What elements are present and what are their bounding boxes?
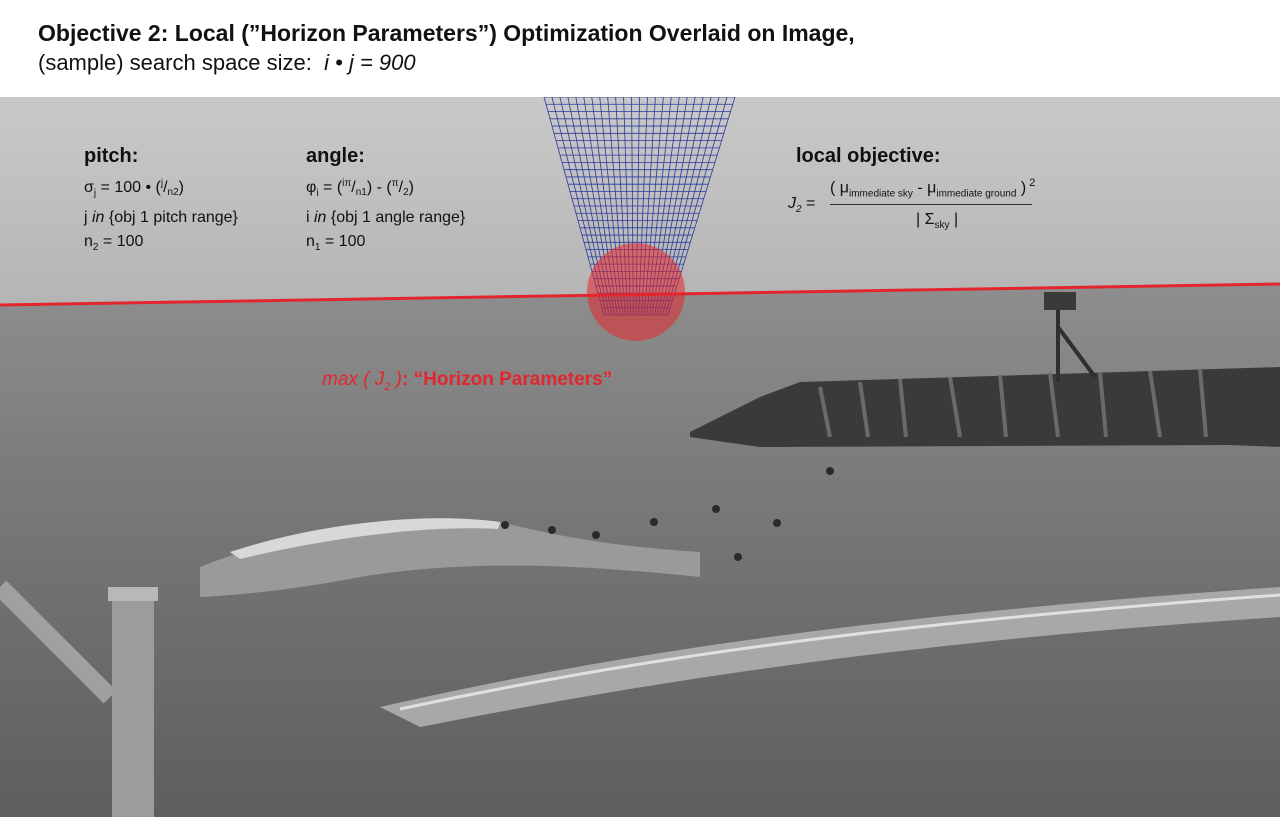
shore-break [380, 587, 1280, 727]
jetty [690, 367, 1280, 447]
page-subtitle: (sample) search space size: i • j = 900 [38, 48, 1258, 78]
jetty-highlights [818, 368, 1208, 438]
objective-denominator: | Σsky | [916, 211, 959, 232]
objective-lhs: J2 = [788, 195, 816, 216]
shore-foam [399, 593, 1280, 711]
horizon-parameters-label: max ( J2 ): “Horizon Parameters” [322, 369, 613, 393]
pitch-range: j in {obj 1 pitch range} [84, 209, 238, 227]
railing-post-cap [108, 587, 158, 601]
objective-panel: local objective: J2 = ( μimmediate sky -… [788, 145, 1056, 231]
horizon-line [0, 282, 1280, 307]
scene-graphic [0, 97, 1280, 817]
fraction-bar [830, 204, 1032, 205]
pitch-equation: σj = 100 • (j/n2) [84, 178, 184, 200]
railing [0, 580, 117, 704]
railing-post [112, 594, 154, 817]
angle-range: i in {obj 1 angle range} [306, 209, 466, 227]
objective-heading: local objective: [796, 145, 941, 167]
pitch-heading: pitch: [84, 145, 139, 167]
beach-photo-scene: pitch: σj = 100 • (j/n2) j in {obj 1 pit… [0, 97, 1280, 817]
header: Objective 2: Local (”Horizon Parameters”… [38, 18, 1258, 78]
page-title: Objective 2: Local (”Horizon Parameters”… [38, 20, 855, 46]
angle-equation: φi = (iπ/n1) - (π/2) [306, 178, 414, 200]
pitch-panel: pitch: σj = 100 • (j/n2) j in {obj 1 pit… [84, 145, 238, 260]
objective-equation: J2 = ( μimmediate sky - μimmediate groun… [788, 173, 1056, 243]
wave-foam [230, 518, 500, 559]
jetty-pole-top [1044, 292, 1076, 310]
surfers [501, 467, 834, 561]
subtitle-prefix: (sample) search space size: [38, 50, 312, 75]
angle-panel: angle: φi = (iπ/n1) - (π/2) i in {obj 1 … [306, 145, 465, 260]
angle-n: n1 = 100 [306, 233, 366, 254]
angle-heading: angle: [306, 145, 365, 167]
objective-numerator: ( μimmediate sky - μimmediate ground ) 2 [830, 177, 1036, 200]
subtitle-equation: i • j = 900 [324, 50, 416, 75]
pitch-n: n2 = 100 [84, 233, 144, 254]
optimum-marker [587, 243, 685, 341]
jetty-pole [1056, 307, 1097, 382]
